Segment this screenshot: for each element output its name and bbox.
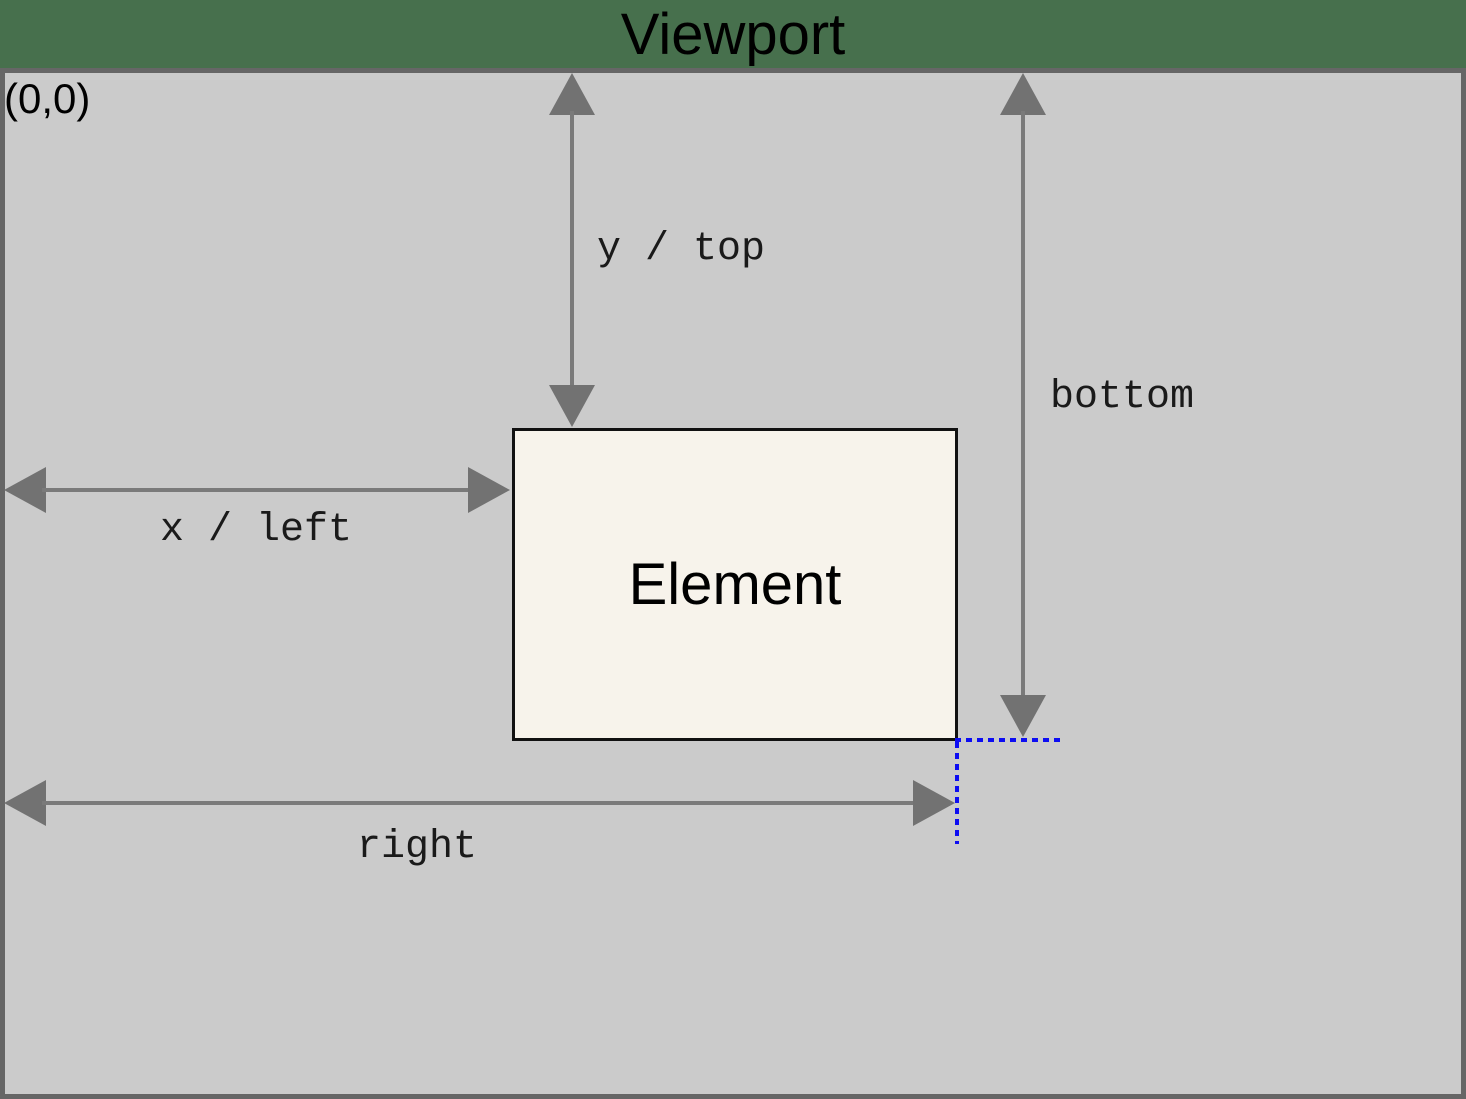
arrowhead-up-icon <box>549 73 595 115</box>
label-x-left: x / left <box>160 508 353 553</box>
arrowhead-right-icon <box>913 780 955 826</box>
arrow-y-top <box>549 73 595 427</box>
arrowhead-left-icon <box>4 780 46 826</box>
arrow-shaft <box>42 488 472 492</box>
origin-label: (0,0) <box>4 75 91 122</box>
diagram-title: Viewport <box>620 1 846 67</box>
label-right: right <box>357 825 478 870</box>
arrowhead-down-icon <box>1000 695 1046 737</box>
guide-line-vertical <box>955 742 959 844</box>
guide-line-horizontal <box>955 738 1060 742</box>
arrow-shaft <box>42 801 917 805</box>
arrow-shaft <box>570 111 574 389</box>
arrow-bottom <box>1000 73 1046 737</box>
element-label: Element <box>628 552 842 617</box>
arrowhead-up-icon <box>1000 73 1046 115</box>
element-box: Element <box>512 428 958 741</box>
arrowhead-left-icon <box>4 467 46 513</box>
arrow-shaft <box>1021 111 1025 699</box>
arrowhead-right-icon <box>468 467 510 513</box>
arrowhead-down-icon <box>549 385 595 427</box>
label-y-top: y / top <box>597 227 766 272</box>
label-bottom: bottom <box>1050 375 1195 420</box>
arrow-x-left <box>4 467 510 513</box>
arrow-right <box>4 780 955 826</box>
